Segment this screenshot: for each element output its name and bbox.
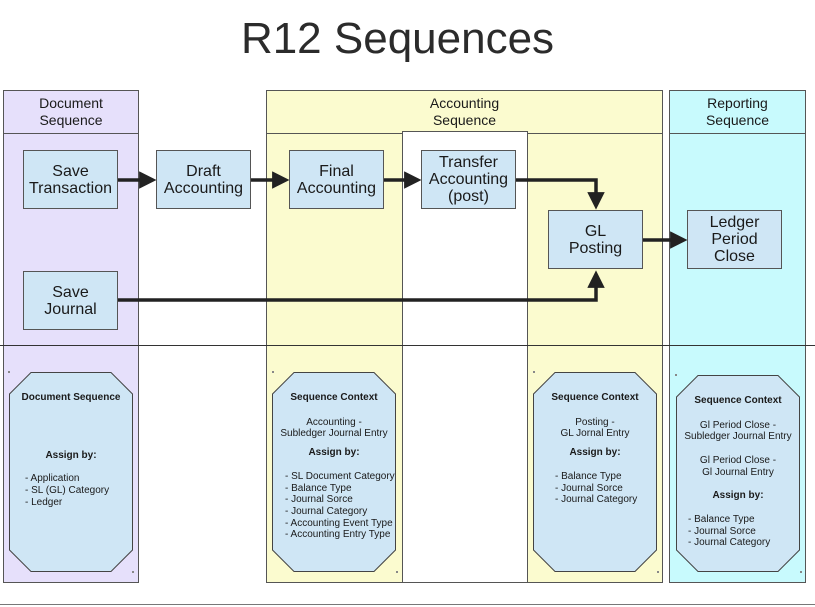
corner-dot	[8, 371, 10, 373]
corner-dot	[675, 374, 677, 376]
list-item: - Ledger	[25, 496, 63, 508]
page-title: R12 Sequences	[240, 14, 555, 63]
transfer-accounting-box: Transfer Accounting (post)	[421, 150, 516, 209]
list-item: - Accounting Event Type	[285, 517, 393, 529]
posting-context-card: Sequence Context Posting - GL Jornal Ent…	[533, 372, 657, 572]
accounting-context-card: Sequence Context Accounting - Subledger …	[272, 372, 396, 572]
card-assign-list: - Balance Type - Journal Sorce - Journal…	[676, 514, 800, 549]
document-sequence-card: Document Sequence Assign by: - Applicati…	[9, 372, 133, 572]
bottom-rule	[0, 604, 815, 605]
list-item: - Journal Sorce	[285, 494, 353, 506]
list-item: - Journal Category	[688, 537, 771, 549]
card-assign-list: - Balance Type - Journal Sorce - Journal…	[533, 471, 657, 506]
draft-accounting-box: Draft Accounting	[156, 150, 251, 209]
card-octagon-shape	[9, 372, 133, 572]
card-title: Sequence Context	[290, 392, 378, 403]
list-item: - SL Document Category	[285, 470, 395, 482]
corner-dot	[396, 571, 398, 573]
card-octagon-shape	[272, 372, 396, 572]
corner-dot	[533, 371, 535, 373]
card-title: Sequence Context	[551, 392, 639, 403]
list-item: - Journal Sorce	[688, 525, 756, 537]
card-assign-label: Assign by:	[308, 447, 360, 459]
section-divider	[0, 345, 815, 346]
card-assign-label: Assign by:	[45, 449, 97, 461]
arrow-journal-to-gl	[118, 270, 605, 302]
ledger-period-close-box: Ledger Period Close	[687, 210, 782, 269]
save-journal-box: Save Journal	[23, 271, 118, 330]
card-title: Sequence Context	[694, 395, 782, 406]
gl-posting-box: GL Posting	[548, 210, 643, 269]
list-item: - Balance Type	[555, 470, 622, 482]
list-item: - Journal Category	[285, 505, 368, 517]
list-item: - Balance Type	[688, 513, 755, 525]
card-assign-list: - Application - SL (GL) Category - Ledge…	[9, 473, 133, 508]
list-item: - Balance Type	[285, 482, 352, 494]
reporting-sequence-header: Reporting Sequence	[670, 91, 805, 134]
final-accounting-box: Final Accounting	[289, 150, 384, 209]
corner-dot	[272, 371, 274, 373]
list-item: - Accounting Entry Type	[285, 529, 391, 541]
list-item: - Journal Category	[555, 494, 638, 506]
card-octagon-shape	[676, 375, 800, 572]
corner-dot	[657, 571, 659, 573]
document-sequence-header: Document Sequence	[4, 91, 138, 134]
card-assign-label: Assign by:	[712, 490, 764, 502]
card-assign-list: - SL Document Category - Balance Type - …	[272, 471, 396, 541]
arrow-transfer-to-gl	[516, 178, 605, 210]
list-item: - Journal Sorce	[555, 482, 623, 494]
list-item: - Application	[25, 473, 80, 485]
reporting-context-card: Sequence Context Gl Period Close - Suble…	[676, 375, 800, 572]
card-subtitle: Accounting - Subledger Journal Entry	[280, 416, 388, 440]
card-subtitle: Gl Period Close - Subledger Journal Entr…	[684, 419, 792, 478]
corner-dot	[800, 571, 802, 573]
card-title: Document Sequence	[21, 392, 121, 403]
corner-dot	[132, 571, 134, 573]
card-assign-label: Assign by:	[569, 447, 621, 459]
card-octagon-shape	[533, 372, 657, 572]
list-item: - SL (GL) Category	[25, 485, 110, 497]
card-subtitle: Posting - GL Jornal Entry	[560, 416, 630, 440]
save-transaction-box: Save Transaction	[23, 150, 118, 209]
